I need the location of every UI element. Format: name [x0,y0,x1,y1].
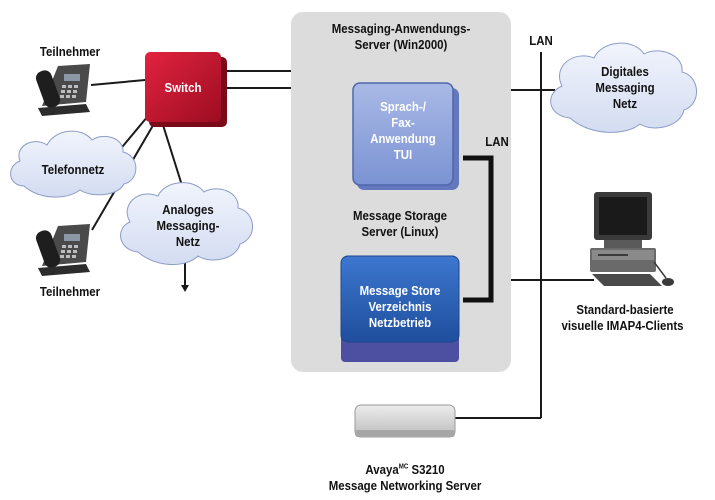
network-server-box [354,404,456,438]
app-box-line1: Sprach-/ [380,99,426,114]
telefonnetz-label: Telefonnetz [41,162,105,177]
avaya-name: Avaya [365,462,399,477]
arrow-head [181,285,189,292]
message-store-box [340,255,460,362]
digitales-netz-line2: Messaging [595,80,655,95]
digitales-netz-line1: Digitales [601,64,649,79]
analoges-netz-line2: Messaging- [156,218,220,233]
desktop-computer-icon [590,192,674,286]
telephone-icon [35,224,90,276]
avaya-trademark: MC [398,463,409,471]
clients-label-line2: visuelle IMAP4-Clients [561,318,684,333]
analoges-netz-line3: Netz [175,234,201,249]
cloud-telefonnetz [10,130,137,198]
teilnehmer-label-top: Teilnehmer [39,44,101,59]
cloud-analoges-netz [120,182,253,266]
analoges-netz-line1: Analoges [162,202,214,217]
digitales-netz-line3: Netz [612,96,638,111]
app-server-title-line2: Server (Win2000) [354,37,448,52]
avaya-model: S3210 [408,462,445,477]
message-store-line3: Netzbetrieb [368,315,432,330]
storage-server-title-line2: Server (Linux) [361,224,439,239]
lan-label-mid: LAN [485,134,509,149]
app-box-line3: Anwendung [370,131,436,146]
avaya-label: AvayaMC S3210 [339,462,471,478]
switch-box [145,52,227,127]
lan-backbone [463,155,494,303]
telephone-icon [35,64,90,116]
message-store-line2: Verzeichnis [368,299,432,314]
clients-label-line1: Standard-basierte [576,302,674,317]
app-box-line4: TUI [393,147,413,162]
app-server-title-line1: Messaging-Anwendungs- [331,21,471,36]
networking-server-label: Message Networking Server [328,478,482,493]
teilnehmer-label-bottom: Teilnehmer [39,284,101,299]
cloud-digitales-netz [550,42,697,133]
application-box [352,82,459,190]
switch-label: Switch [164,80,202,95]
message-store-line1: Message Store [359,283,441,298]
storage-server-title-line1: Message Storage [352,208,448,223]
lan-label-top: LAN [529,33,553,48]
app-box-line2: Fax- [391,115,415,130]
